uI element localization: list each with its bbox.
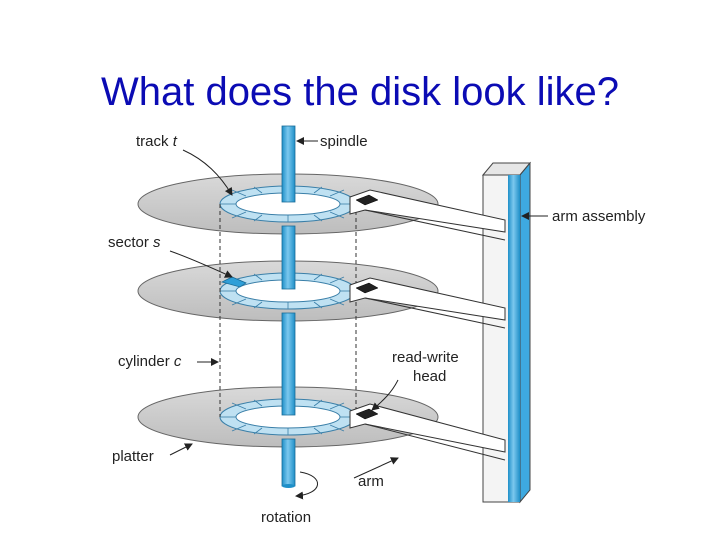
track-arrow	[182, 149, 233, 196]
read-write-heads	[355, 194, 379, 420]
label-platter: platter	[112, 448, 154, 465]
label-track: track t	[136, 133, 178, 150]
sector-highlight	[220, 276, 247, 288]
platter-bottom	[137, 386, 439, 448]
label-rotation: rotation	[261, 509, 311, 526]
platter-middle	[137, 260, 439, 322]
arm-assembly	[481, 161, 532, 504]
label-cylinder-var: c	[174, 353, 182, 370]
label-cylinder: cylinder c	[118, 353, 182, 370]
arm-arrow	[353, 457, 399, 479]
platter-arrow	[169, 443, 193, 456]
label-sector-var: s	[153, 234, 161, 251]
label-arm-assembly: arm assembly	[552, 208, 646, 225]
spindle	[281, 125, 296, 488]
label-arm: arm	[358, 473, 384, 490]
label-read-write: read-write	[392, 349, 459, 366]
sector-arrow	[169, 250, 233, 278]
arms	[349, 189, 506, 461]
label-sector: sector s	[108, 234, 161, 251]
read-write-arrow	[371, 379, 399, 411]
label-head: head	[413, 368, 446, 385]
label-spindle: spindle	[320, 133, 368, 150]
label-track-var: t	[173, 133, 178, 150]
cylinder-outline	[219, 204, 357, 417]
slide-title: What does the disk look like?	[100, 70, 620, 114]
rotation-arrow	[295, 471, 319, 500]
